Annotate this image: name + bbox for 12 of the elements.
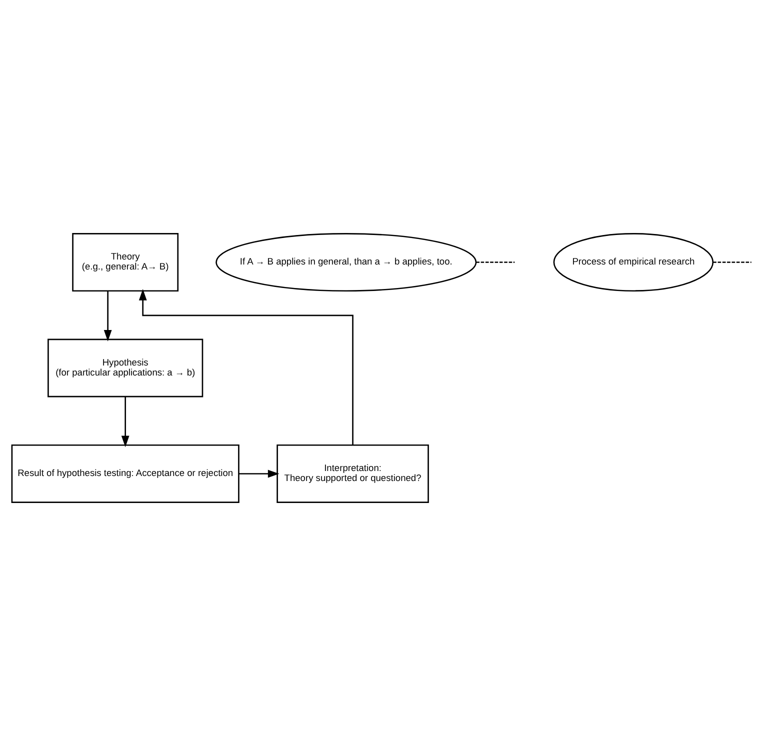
node-box: Theory (e.g., general: A→ B) [72, 232, 179, 292]
node-box: Interpretation: Theory supported or questioned? [276, 444, 429, 502]
connector [476, 261, 515, 262]
node-ellipse: Process of empirical research [553, 232, 714, 292]
node-ellipse: If A → B applies in general, than a → b applies, too. [216, 232, 477, 292]
arrow [104, 290, 112, 341]
arrow [238, 469, 280, 478]
node-box: Hypothesis (for particular applications: a → b) [48, 338, 204, 397]
connector [713, 261, 752, 262]
arrow [138, 288, 354, 445]
arrow [121, 396, 130, 447]
node-box: Result of hypothesis testing: Acceptance or rejection [11, 444, 240, 502]
